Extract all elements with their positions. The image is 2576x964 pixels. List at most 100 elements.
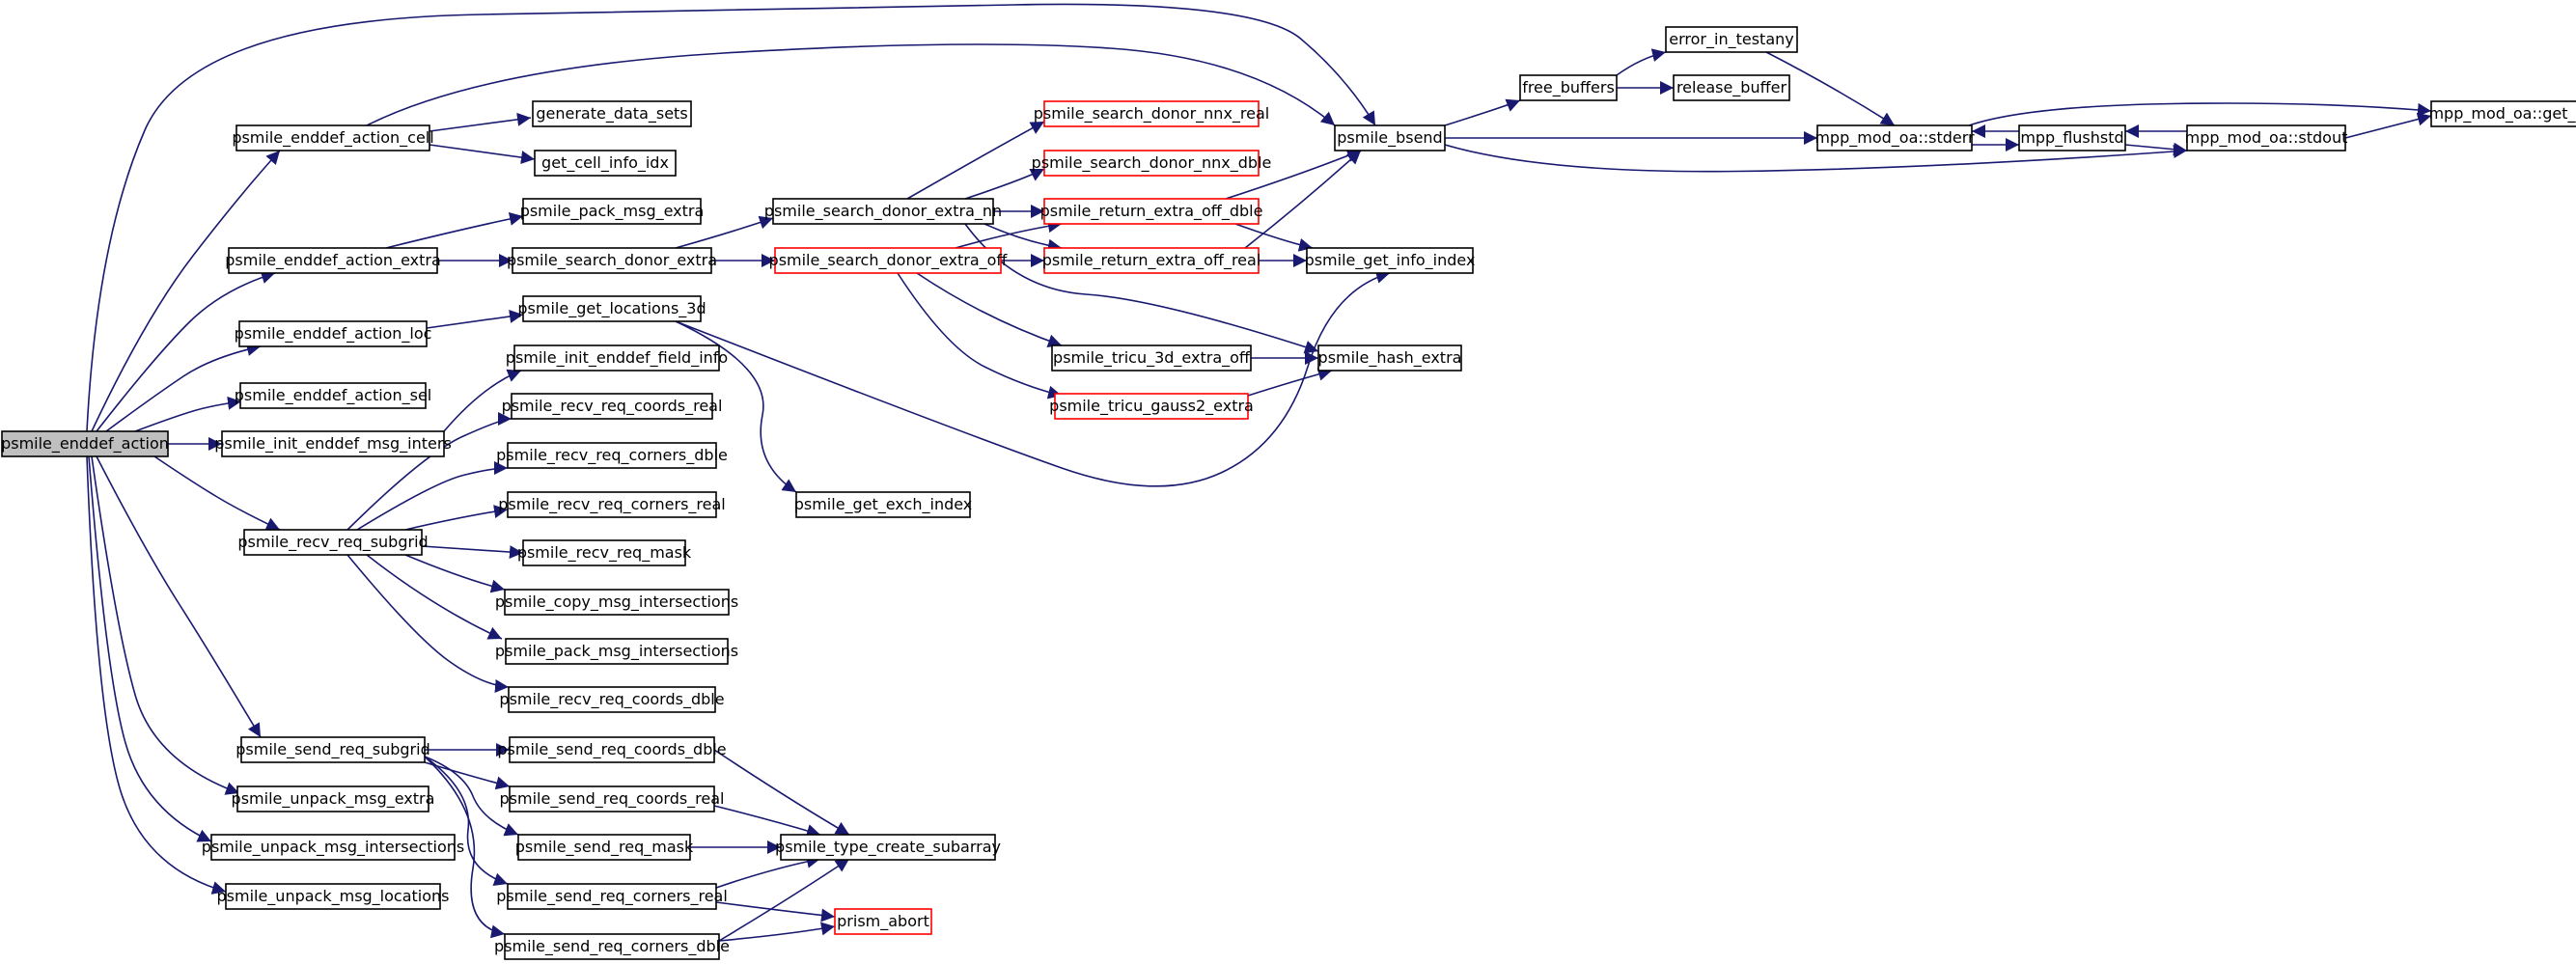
node-get_cell_info_idx[interactable]: get_cell_info_idx	[534, 150, 677, 177]
node-free_buffers[interactable]: free_buffers	[1519, 74, 1618, 101]
node-psmile_tricu_3d_extra_off[interactable]: psmile_tricu_3d_extra_off	[1051, 344, 1252, 372]
node-psmile_enddef_action_cell[interactable]: psmile_enddef_action_cell	[232, 124, 434, 151]
node-generate_data_sets[interactable]: generate_data_sets	[532, 100, 692, 127]
node-psmile_recv_req_corners_dble[interactable]: psmile_recv_req_corners_dble	[496, 442, 728, 469]
node-box[interactable]	[780, 834, 996, 861]
node-box[interactable]	[522, 539, 686, 566]
node-box[interactable]	[240, 736, 426, 763]
node-box[interactable]	[517, 834, 691, 861]
node-psmile_search_donor_extra_nn[interactable]: psmile_search_donor_extra_nn	[764, 198, 1002, 225]
node-mpp_mod_oa_stderr[interactable]: mpp_mod_oa::stderr	[1814, 124, 1975, 151]
node-psmile_send_req_coords_dble[interactable]: psmile_send_req_coords_dble	[497, 736, 727, 763]
node-box[interactable]	[511, 393, 713, 420]
node-psmile_recv_req_corners_real[interactable]: psmile_recv_req_corners_real	[498, 491, 726, 518]
node-box[interactable]	[534, 150, 677, 177]
node-psmile_send_req_corners_dble[interactable]: psmile_send_req_corners_dble	[494, 933, 730, 960]
node-psmile_enddef_action_sel[interactable]: psmile_enddef_action_sel	[235, 382, 431, 409]
node-box[interactable]	[243, 529, 423, 556]
node-box[interactable]	[507, 883, 717, 910]
node-box[interactable]	[522, 198, 702, 225]
node-psmile_search_donor_extra_off[interactable]: psmile_search_donor_extra_off	[769, 247, 1009, 274]
node-psmile_return_extra_off_real[interactable]: psmile_return_extra_off_real	[1042, 247, 1261, 274]
node-psmile_hash_extra[interactable]: psmile_hash_extra	[1317, 344, 1462, 372]
node-box[interactable]	[238, 320, 428, 347]
node-psmile_get_info_index[interactable]: psmile_get_info_index	[1305, 247, 1476, 274]
node-psmile_bsend[interactable]: psmile_bsend	[1334, 124, 1446, 151]
node-box[interactable]	[1043, 100, 1260, 127]
node-psmile_enddef_action_loc[interactable]: psmile_enddef_action_loc	[235, 320, 432, 347]
node-box[interactable]	[2018, 124, 2126, 151]
node-psmile_send_req_corners_real[interactable]: psmile_send_req_corners_real	[496, 883, 728, 910]
node-box[interactable]	[507, 491, 717, 518]
node-box[interactable]	[509, 785, 715, 813]
node-box[interactable]	[1, 430, 169, 457]
node-psmile_recv_req_coords_dble[interactable]: psmile_recv_req_coords_dble	[499, 686, 725, 713]
node-psmile_copy_msg_intersections[interactable]: psmile_copy_msg_intersections	[495, 589, 738, 616]
node-box[interactable]	[1816, 124, 1973, 151]
node-box[interactable]	[1306, 247, 1474, 274]
node-psmile_search_donor_extra[interactable]: psmile_search_donor_extra	[507, 247, 717, 274]
node-psmile_send_req_coords_real[interactable]: psmile_send_req_coords_real	[500, 785, 725, 813]
node-psmile_unpack_msg_intersections[interactable]: psmile_unpack_msg_intersections	[202, 834, 464, 861]
node-mpp_mod_oa_stdout[interactable]: mpp_mod_oa::stdout	[2185, 124, 2348, 151]
node-psmile_get_locations_3d[interactable]: psmile_get_locations_3d	[517, 295, 706, 322]
node-prism_abort[interactable]: prism_abort	[834, 908, 932, 935]
node-box[interactable]	[1043, 247, 1260, 274]
node-box[interactable]	[1051, 344, 1252, 372]
node-box[interactable]	[774, 247, 1002, 274]
node-box[interactable]	[509, 736, 715, 763]
node-psmile_type_create_subarray[interactable]: psmile_type_create_subarray	[775, 834, 1001, 861]
node-psmile_return_extra_off_dble[interactable]: psmile_return_extra_off_dble	[1040, 198, 1263, 225]
node-psmile_tricu_gauss2_extra[interactable]: psmile_tricu_gauss2_extra	[1049, 393, 1254, 420]
node-psmile_pack_msg_intersections[interactable]: psmile_pack_msg_intersections	[495, 638, 738, 665]
node-box[interactable]	[795, 491, 971, 518]
node-psmile_recv_req_coords_real[interactable]: psmile_recv_req_coords_real	[502, 393, 723, 420]
node-box[interactable]	[1519, 74, 1618, 101]
node-psmile_enddef_action[interactable]: psmile_enddef_action	[1, 430, 169, 457]
node-box[interactable]	[834, 908, 932, 935]
node-box[interactable]	[1317, 344, 1462, 372]
node-box[interactable]	[1054, 393, 1249, 420]
node-psmile_get_exch_index[interactable]: psmile_get_exch_index	[794, 491, 973, 518]
node-mpp_mod_oa_get_unit[interactable]: mpp_mod_oa::get_unit	[2428, 100, 2576, 127]
node-psmile_recv_req_subgrid[interactable]: psmile_recv_req_subgrid	[237, 529, 429, 556]
node-psmile_enddef_action_extra[interactable]: psmile_enddef_action_extra	[225, 247, 441, 274]
node-psmile_unpack_msg_locations[interactable]: psmile_unpack_msg_locations	[216, 883, 450, 910]
node-psmile_init_enddef_msg_inters[interactable]: psmile_init_enddef_msg_inters	[214, 430, 452, 457]
node-box[interactable]	[1334, 124, 1446, 151]
node-box[interactable]	[507, 442, 717, 469]
node-box[interactable]	[235, 124, 430, 151]
node-box[interactable]	[2186, 124, 2346, 151]
node-box[interactable]	[522, 295, 702, 322]
node-box[interactable]	[1665, 26, 1798, 53]
node-box[interactable]	[2430, 100, 2576, 127]
node-box[interactable]	[239, 382, 427, 409]
node-box[interactable]	[236, 785, 429, 813]
node-psmile_pack_msg_extra[interactable]: psmile_pack_msg_extra	[520, 198, 705, 225]
node-box[interactable]	[210, 834, 456, 861]
node-box[interactable]	[504, 933, 720, 960]
node-box[interactable]	[221, 430, 445, 457]
node-mpp_flushstd[interactable]: mpp_flushstd	[2018, 124, 2126, 151]
node-psmile_init_enddef_field_info[interactable]: psmile_init_enddef_field_info	[506, 344, 728, 372]
node-psmile_send_req_subgrid[interactable]: psmile_send_req_subgrid	[235, 736, 430, 763]
node-psmile_recv_req_mask[interactable]: psmile_recv_req_mask	[517, 539, 692, 566]
node-box[interactable]	[532, 100, 692, 127]
node-box[interactable]	[504, 589, 730, 616]
node-box[interactable]	[1043, 150, 1260, 177]
node-psmile_unpack_msg_extra[interactable]: psmile_unpack_msg_extra	[232, 785, 435, 813]
node-error_in_testany[interactable]: error_in_testany	[1665, 26, 1798, 53]
node-box[interactable]	[772, 198, 994, 225]
node-psmile_search_donor_nnx_dble[interactable]: psmile_search_donor_nnx_dble	[1032, 150, 1272, 177]
node-box[interactable]	[508, 686, 716, 713]
node-release_buffer[interactable]: release_buffer	[1673, 74, 1790, 101]
node-psmile_search_donor_nnx_real[interactable]: psmile_search_donor_nnx_real	[1034, 100, 1269, 127]
node-box[interactable]	[505, 638, 729, 665]
node-box[interactable]	[1673, 74, 1790, 101]
node-box[interactable]	[225, 883, 441, 910]
node-box[interactable]	[513, 344, 720, 372]
node-box[interactable]	[512, 247, 712, 274]
node-box[interactable]	[1043, 198, 1260, 225]
node-box[interactable]	[228, 247, 438, 274]
node-psmile_send_req_mask[interactable]: psmile_send_req_mask	[515, 834, 694, 861]
